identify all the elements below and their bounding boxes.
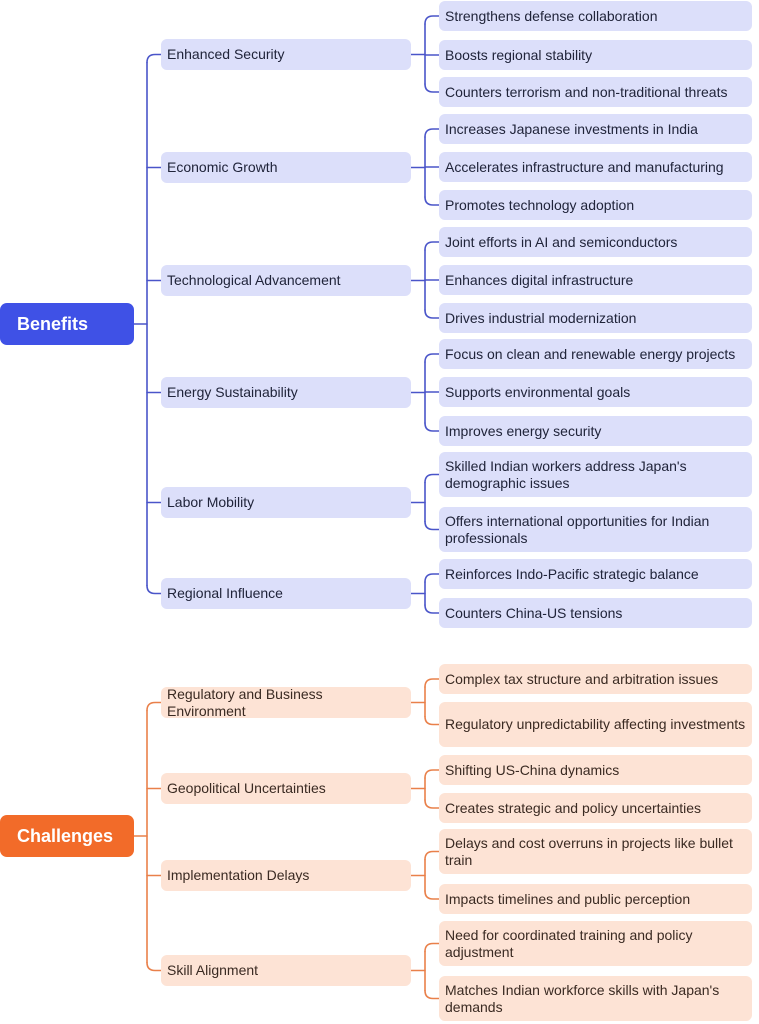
challenges-root-node[interactable]: Challenges [0, 815, 134, 857]
category-enhanced-security[interactable]: Enhanced Security [161, 39, 411, 70]
connector-line [424, 942, 440, 953]
connector-line [424, 850, 440, 861]
connector-line [424, 241, 440, 251]
connector-line [424, 678, 440, 688]
leaf-item[interactable]: Enhances digital infrastructure [439, 265, 752, 295]
leaf-item[interactable]: Need for coordinated training and policy… [439, 921, 752, 966]
leaf-item[interactable]: Increases Japanese investments in India [439, 114, 752, 144]
leaf-item[interactable]: Shifting US-China dynamics [439, 755, 752, 785]
connector-line [424, 15, 440, 25]
category-geopolitical-uncertainties[interactable]: Geopolitical Uncertainties [161, 773, 411, 804]
connector-line [424, 799, 440, 809]
leaf-item[interactable]: Accelerates infrastructure and manufactu… [439, 152, 752, 182]
connector-line [146, 53, 162, 64]
leaf-item[interactable]: Creates strategic and policy uncertainti… [439, 793, 752, 823]
connector-line [424, 196, 440, 206]
connector-line [424, 83, 440, 93]
leaf-item[interactable]: Regulatory unpredictability affecting in… [439, 702, 752, 747]
leaf-item[interactable]: Counters terrorism and non-traditional t… [439, 77, 752, 107]
category-regulatory-business[interactable]: Regulatory and Business Environment [161, 686, 411, 719]
connector-line [424, 890, 440, 900]
connector-line [146, 701, 162, 712]
category-implementation-delays[interactable]: Implementation Delays [161, 860, 411, 891]
connector-line [424, 473, 440, 484]
connector-line [424, 769, 440, 779]
leaf-item[interactable]: Matches Indian workforce skills with Jap… [439, 976, 752, 1021]
connector-line [146, 584, 162, 595]
leaf-item[interactable]: Offers international opportunities for I… [439, 507, 752, 552]
connector-line [424, 128, 440, 138]
connector-line [146, 961, 162, 972]
leaf-item[interactable]: Improves energy security [439, 416, 752, 446]
leaf-item[interactable]: Delays and cost overruns in projects lik… [439, 829, 752, 874]
leaf-item[interactable]: Boosts regional stability [439, 40, 752, 70]
leaf-item[interactable]: Promotes technology adoption [439, 190, 752, 220]
category-skill-alignment[interactable]: Skill Alignment [161, 955, 411, 986]
leaf-item[interactable]: Supports environmental goals [439, 377, 752, 407]
leaf-item[interactable]: Joint efforts in AI and semiconductors [439, 227, 752, 257]
leaf-item[interactable]: Drives industrial modernization [439, 303, 752, 333]
category-technological-advancement[interactable]: Technological Advancement [161, 265, 411, 296]
leaf-item[interactable]: Complex tax structure and arbitration is… [439, 664, 752, 694]
connector-line [424, 989, 440, 1000]
category-regional-influence[interactable]: Regional Influence [161, 578, 411, 609]
connector-line [424, 573, 440, 583]
connector-line [424, 309, 440, 319]
connector-line [424, 422, 440, 432]
leaf-item[interactable]: Focus on clean and renewable energy proj… [439, 339, 752, 369]
leaf-item[interactable]: Impacts timelines and public perception [439, 884, 752, 914]
connector-line [424, 353, 440, 363]
category-labor-mobility[interactable]: Labor Mobility [161, 487, 411, 518]
leaf-item[interactable]: Strengthens defense collaboration [439, 1, 752, 31]
category-energy-sustainability[interactable]: Energy Sustainability [161, 377, 411, 408]
benefits-root-node[interactable]: Benefits [0, 303, 134, 345]
connector-line [424, 604, 440, 614]
leaf-item[interactable]: Counters China-US tensions [439, 598, 752, 628]
connector-line [424, 520, 440, 531]
leaf-item[interactable]: Reinforces Indo-Pacific strategic balanc… [439, 559, 752, 589]
category-economic-growth[interactable]: Economic Growth [161, 152, 411, 183]
leaf-item[interactable]: Skilled Indian workers address Japan's d… [439, 452, 752, 497]
connector-line [424, 715, 440, 726]
